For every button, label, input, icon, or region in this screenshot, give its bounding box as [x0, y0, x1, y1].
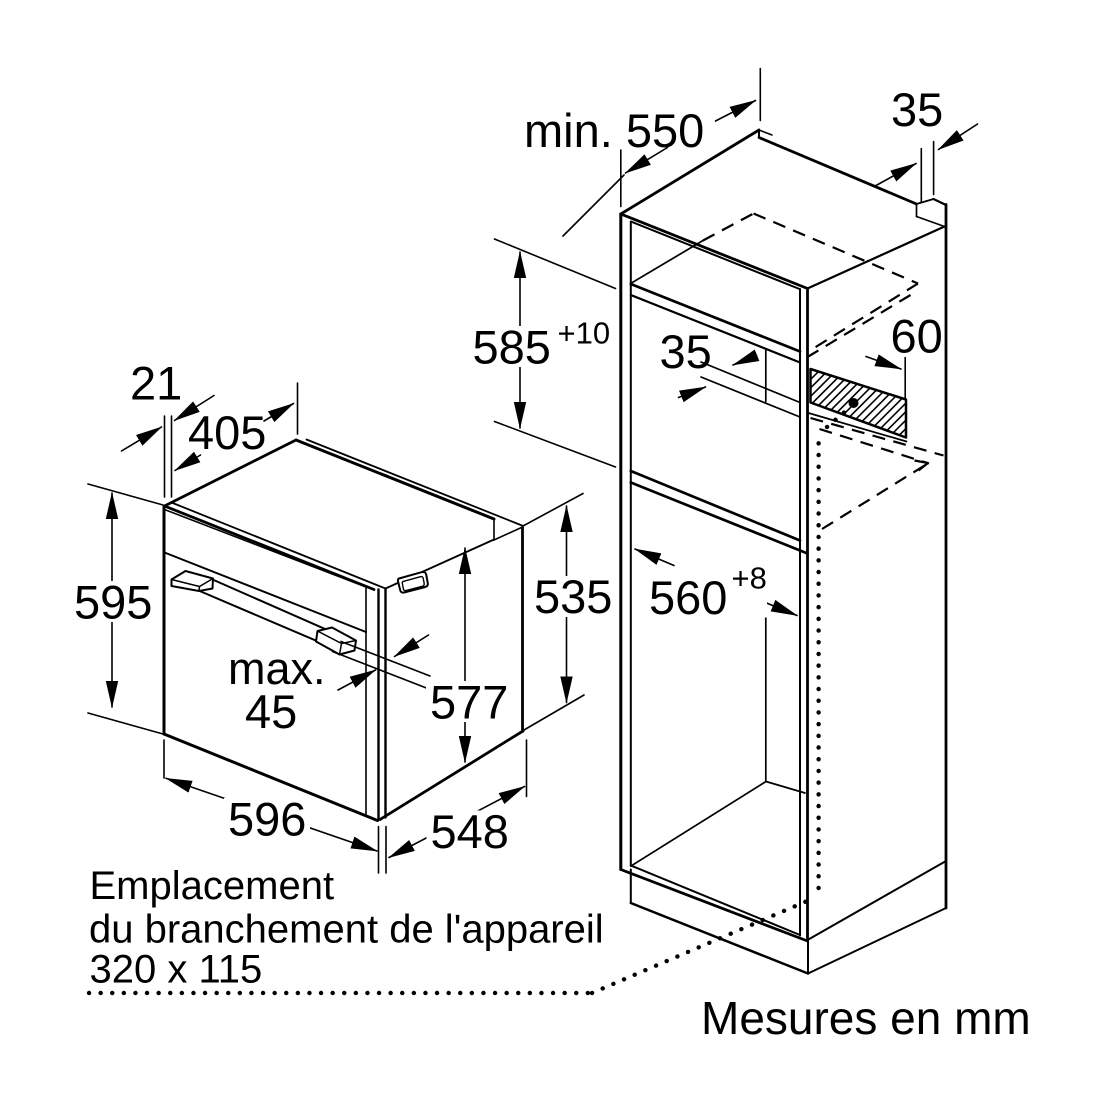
- svg-text:+10: +10: [558, 316, 611, 351]
- svg-text:45: 45: [245, 685, 297, 738]
- svg-text:min. 550: min. 550: [524, 104, 704, 157]
- svg-text:Mesures en mm: Mesures en mm: [701, 992, 1031, 1044]
- svg-text:596: 596: [228, 793, 306, 846]
- svg-text:+8: +8: [732, 561, 767, 596]
- svg-text:405: 405: [188, 406, 266, 459]
- svg-text:21: 21: [130, 357, 182, 410]
- svg-text:du branchement de l'appareil: du branchement de l'appareil: [89, 908, 604, 952]
- svg-text:35: 35: [891, 83, 943, 136]
- svg-text:35: 35: [660, 325, 712, 378]
- svg-text:60: 60: [891, 310, 943, 363]
- svg-text:595: 595: [74, 576, 152, 629]
- svg-text:585: 585: [473, 321, 551, 374]
- svg-text:548: 548: [431, 805, 509, 858]
- svg-text:Emplacement: Emplacement: [90, 864, 335, 908]
- svg-text:320 x 115: 320 x 115: [90, 948, 263, 992]
- svg-text:max.: max.: [228, 643, 326, 694]
- svg-text:560: 560: [649, 571, 727, 624]
- svg-text:577: 577: [430, 676, 508, 729]
- svg-text:535: 535: [534, 570, 612, 623]
